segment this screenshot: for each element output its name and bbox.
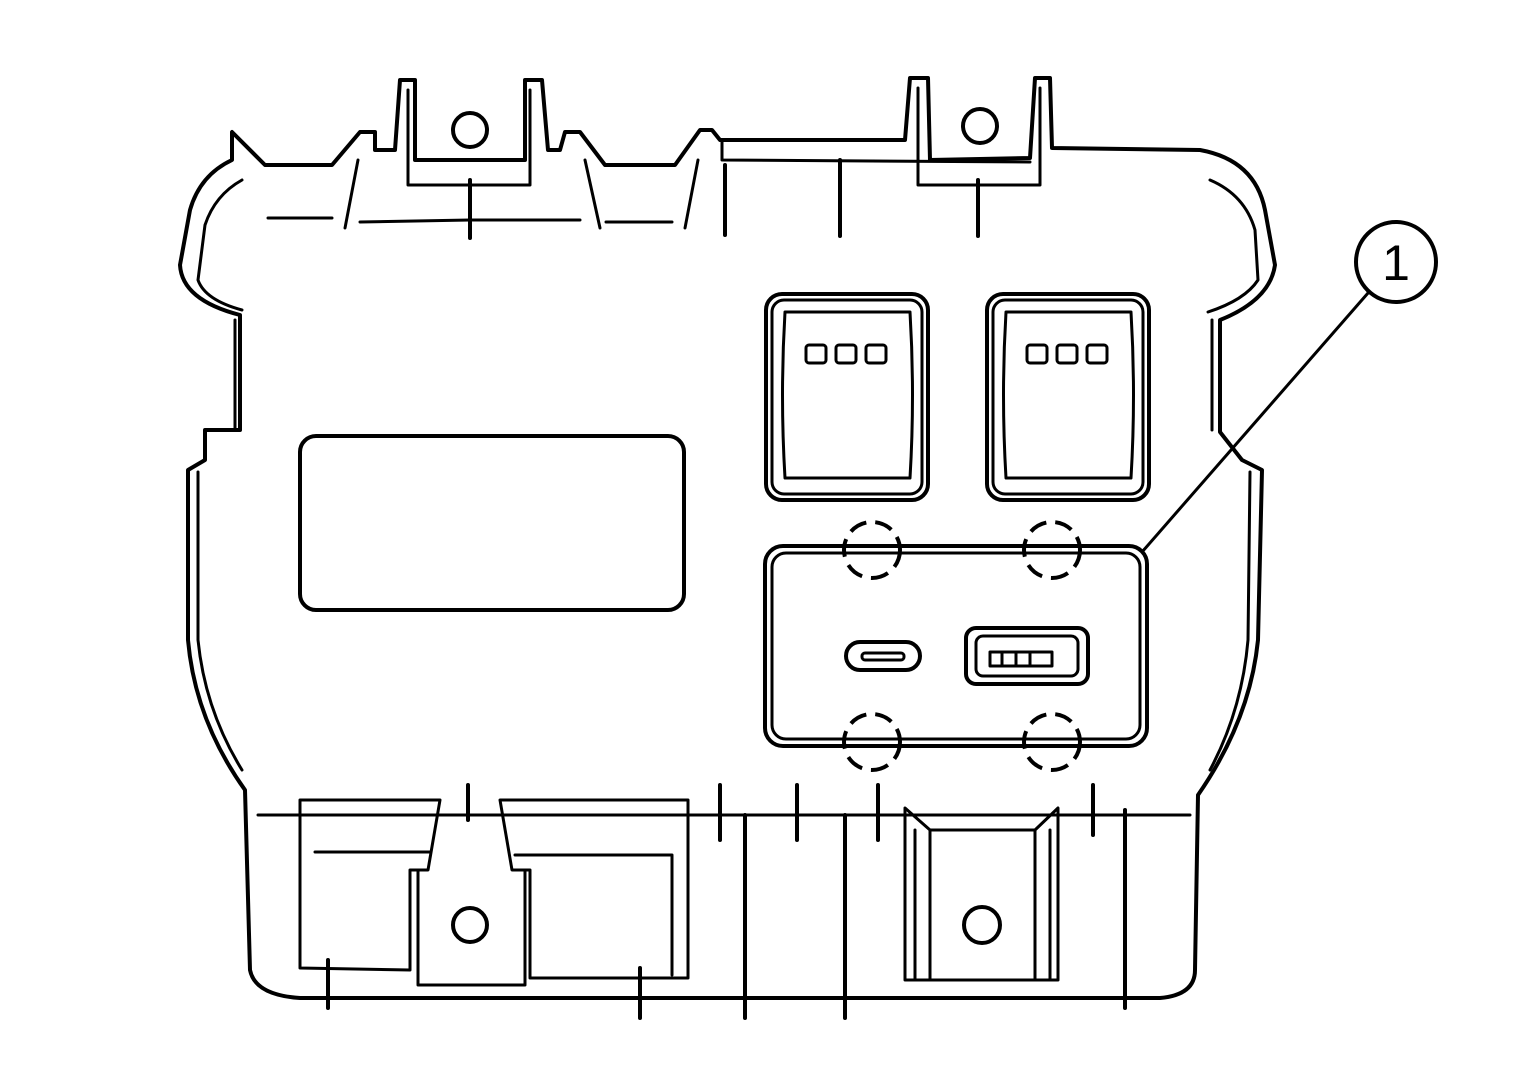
fastener-location <box>842 520 902 580</box>
callout-circle <box>1354 220 1438 304</box>
bezel-bottom-clips <box>298 783 1127 1020</box>
indicator-leds-left <box>804 343 888 365</box>
usb-port-module <box>763 520 1149 772</box>
left-switch <box>764 292 930 502</box>
right-switch <box>985 292 1151 502</box>
callout-leader-line <box>1140 284 1377 553</box>
bezel-outline <box>178 76 1277 1000</box>
fastener-location <box>1022 520 1082 580</box>
indicator-leds-right <box>1025 343 1109 365</box>
display-window <box>298 434 686 612</box>
usb-a-port <box>964 626 1090 686</box>
fastener-location <box>842 712 902 772</box>
usb-c-port <box>844 640 922 672</box>
callout-label: 1 <box>1382 235 1410 291</box>
fastener-location <box>1022 712 1082 772</box>
callout-1: 1 <box>1140 220 1438 553</box>
